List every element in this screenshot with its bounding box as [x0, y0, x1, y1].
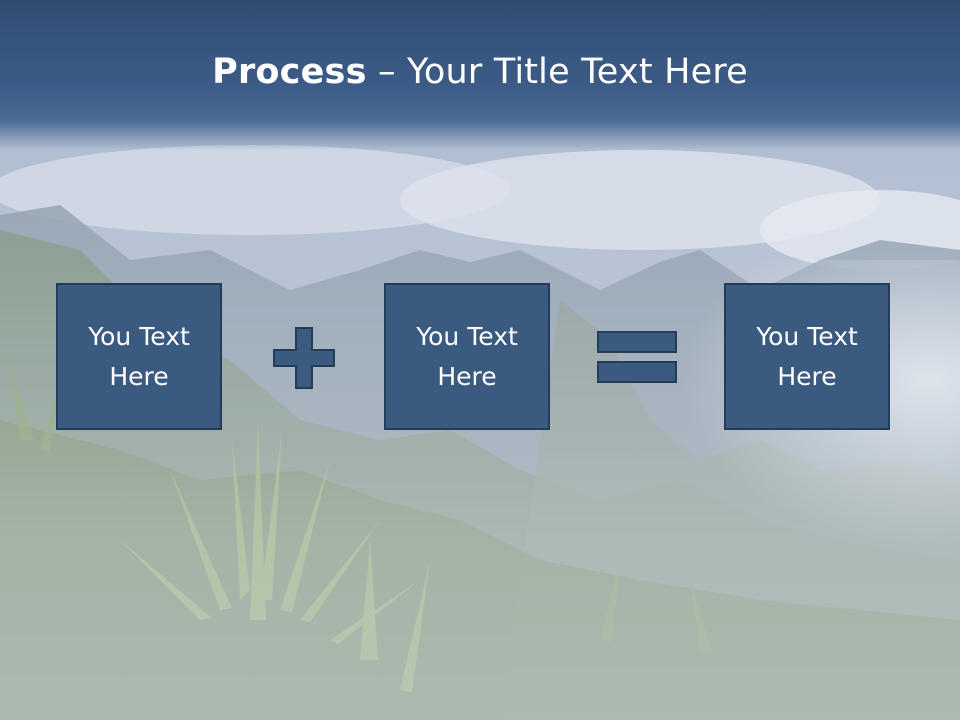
process-box-3[interactable]: You Text Here [724, 283, 890, 430]
process-box-1[interactable]: You Text Here [56, 283, 222, 430]
title-bar: Process – Your Title Text Here [0, 0, 960, 150]
plus-icon [273, 327, 335, 389]
title-bold: Process [212, 52, 367, 92]
process-box-1-label: You Text Here [88, 321, 190, 391]
process-box-3-label: You Text Here [756, 321, 858, 391]
slide-title: Process – Your Title Text Here [0, 52, 960, 92]
process-box-2-label: You Text Here [416, 321, 518, 391]
process-box-2[interactable]: You Text Here [384, 283, 550, 430]
equals-icon [597, 331, 677, 383]
title-rest: – Your Title Text Here [366, 52, 748, 92]
